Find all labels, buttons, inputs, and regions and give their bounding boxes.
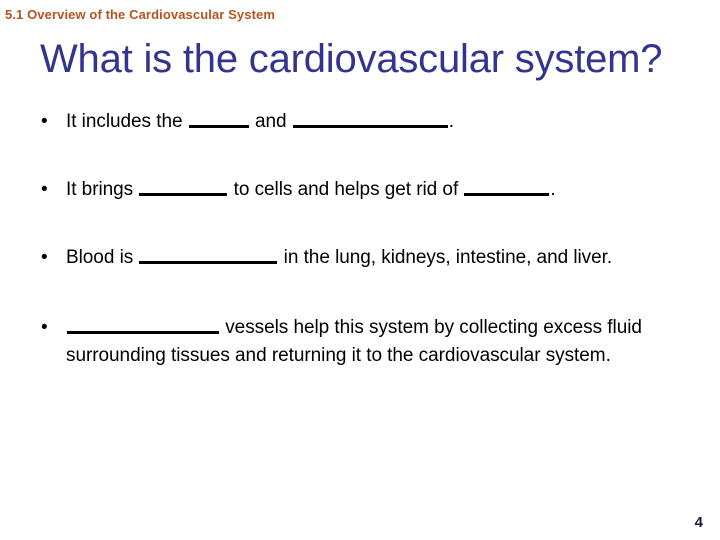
- bullet-text-run: in the lung, kidneys, intestine, and liv…: [278, 247, 613, 268]
- bullet-text-run: It brings: [66, 179, 139, 200]
- bullet-text: It brings to cells and helps get rid of …: [66, 176, 696, 204]
- page-number: 4: [694, 514, 703, 531]
- fill-in-blank: [292, 110, 448, 128]
- list-item: • It brings to cells and helps get rid o…: [36, 176, 696, 204]
- bullet-marker-icon: •: [41, 111, 48, 132]
- bullet-marker-icon: •: [41, 247, 48, 268]
- bullet-text: It includes the and .: [66, 108, 696, 136]
- fill-in-blank: [464, 178, 550, 196]
- bullet-text-run: It includes the: [66, 111, 188, 132]
- list-item: • It includes the and .: [36, 108, 696, 136]
- bullet-text-run: vessels help this system by collecting e…: [66, 317, 642, 366]
- fill-in-blank: [67, 316, 219, 334]
- list-item: • vessels help this system by collecting…: [36, 314, 696, 370]
- list-item: • Blood is in the lung, kidneys, intesti…: [36, 244, 696, 272]
- bullet-text-run: and: [249, 111, 292, 132]
- slide-kicker-heading: 5.1 Overview of the Cardiovascular Syste…: [5, 7, 275, 22]
- bullet-marker-icon: •: [41, 179, 48, 200]
- page-title: What is the cardiovascular system?: [40, 37, 663, 81]
- bullet-text-run: .: [550, 179, 556, 200]
- bullet-text-run: .: [448, 111, 454, 132]
- bullet-marker-icon: •: [41, 317, 48, 338]
- bullet-text-run: to cells and helps get rid of: [228, 179, 464, 200]
- bullet-text: Blood is in the lung, kidneys, intestine…: [66, 244, 696, 272]
- fill-in-blank: [188, 110, 249, 128]
- bullet-list: • It includes the and . • It brings to c…: [36, 108, 696, 370]
- bullet-text: vessels help this system by collecting e…: [66, 314, 696, 370]
- bullet-text-run: Blood is: [66, 247, 139, 268]
- fill-in-blank: [139, 178, 228, 196]
- fill-in-blank: [139, 246, 278, 264]
